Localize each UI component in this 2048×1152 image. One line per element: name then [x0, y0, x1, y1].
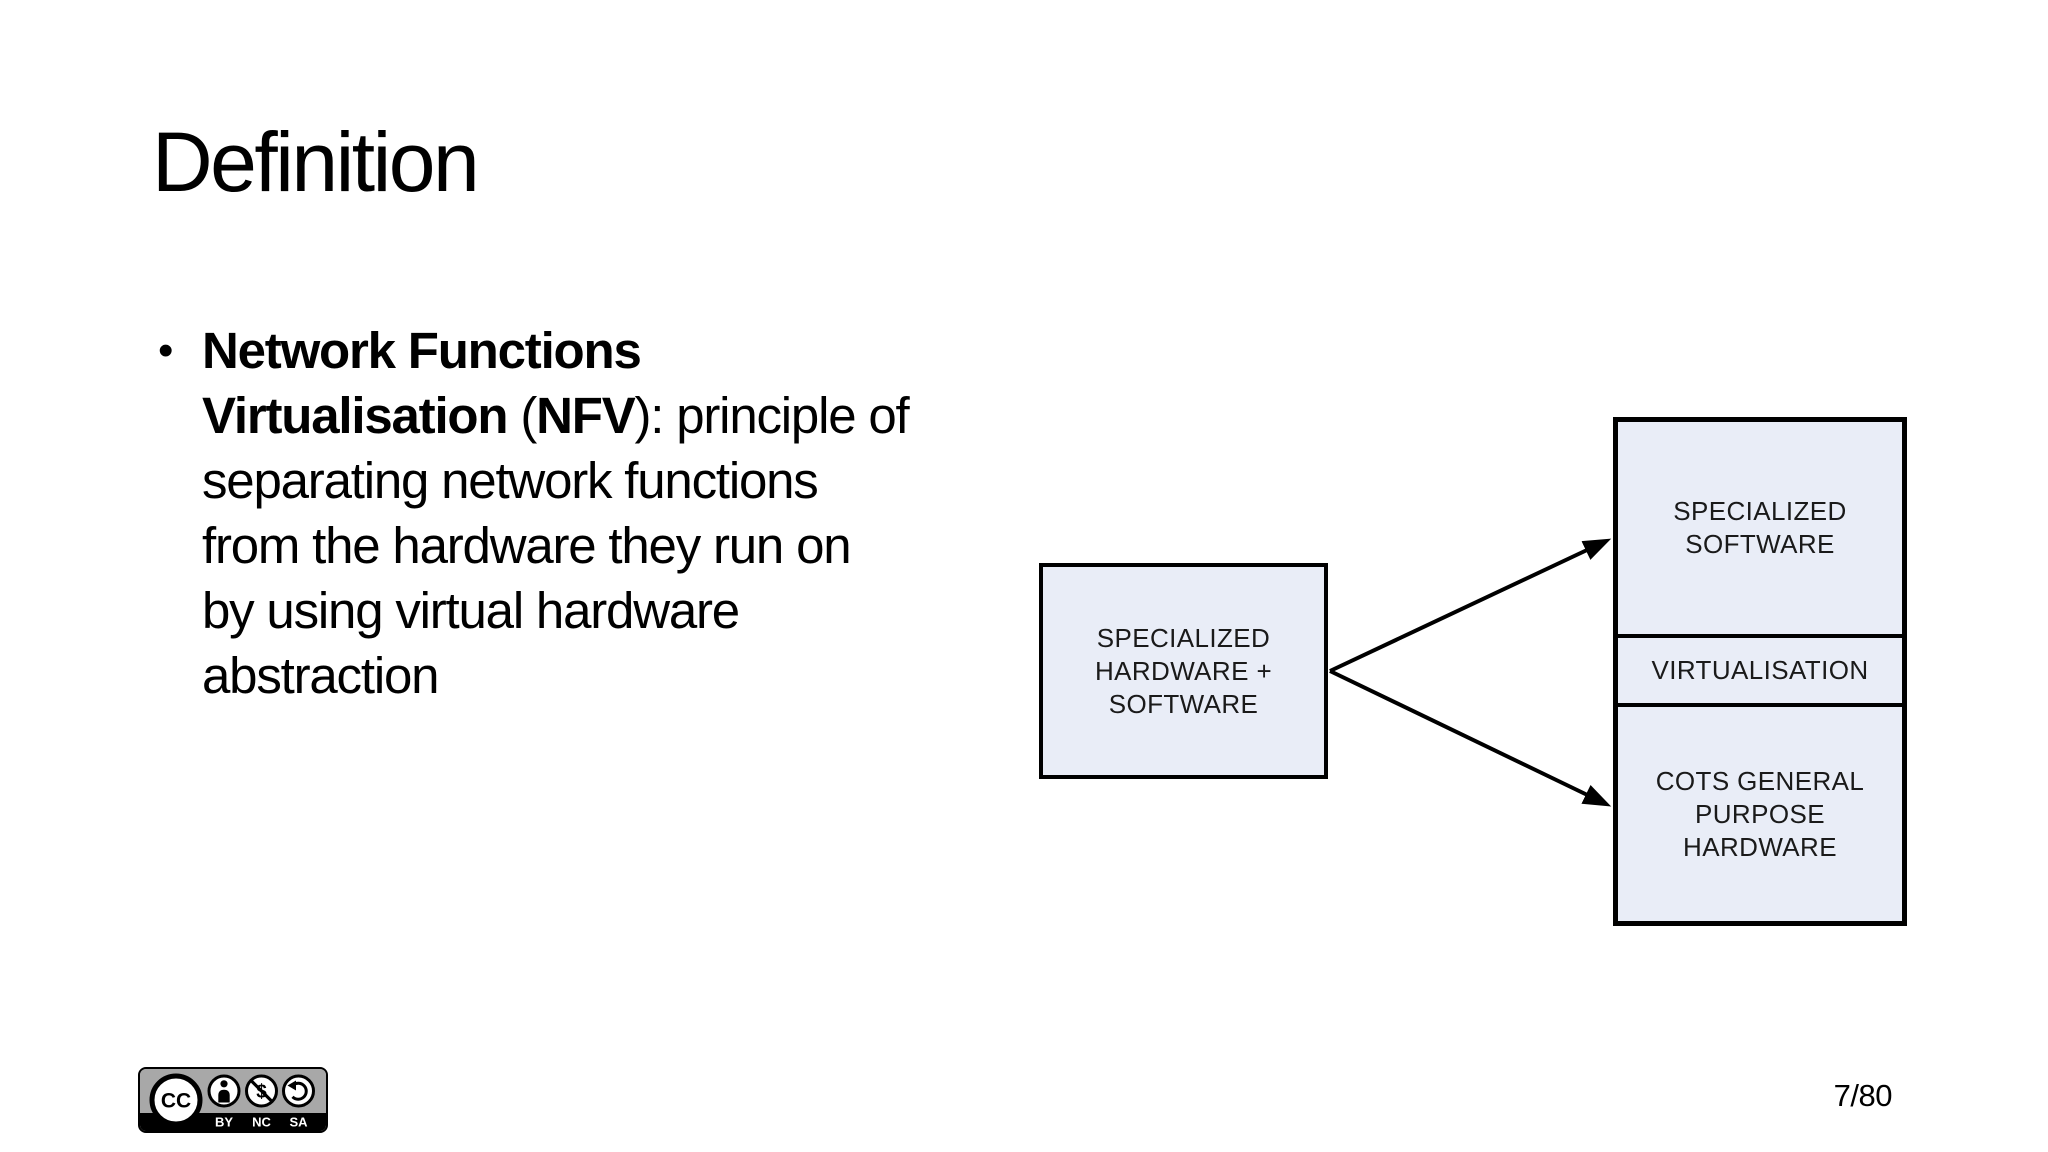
page-number: 7/80 [1833, 1078, 1893, 1113]
badge-label-by: BY [215, 1115, 233, 1130]
badge-label-nc: NC [252, 1115, 271, 1130]
attribution-person-icon [207, 1074, 241, 1108]
virtualisation-box: VIRTUALISATION [1618, 634, 1902, 707]
svg-text:CC: CC [161, 1090, 191, 1113]
non-commercial-no-dollar-icon: $ [245, 1074, 278, 1108]
bullet-marker: • [158, 326, 174, 375]
arrow-to-specialized-software [1329, 538, 1612, 673]
cc-icon: CC [149, 1073, 203, 1127]
slide-title: Definition [152, 115, 480, 209]
cc-license-badge: CC $ BY NC SA [138, 1067, 328, 1133]
arrow-to-cots-hardware [1329, 669, 1612, 807]
cc-badge-graphic: CC $ BY NC SA [140, 1069, 326, 1131]
badge-label-sa: SA [289, 1115, 308, 1130]
share-alike-arrow-icon [282, 1074, 315, 1108]
